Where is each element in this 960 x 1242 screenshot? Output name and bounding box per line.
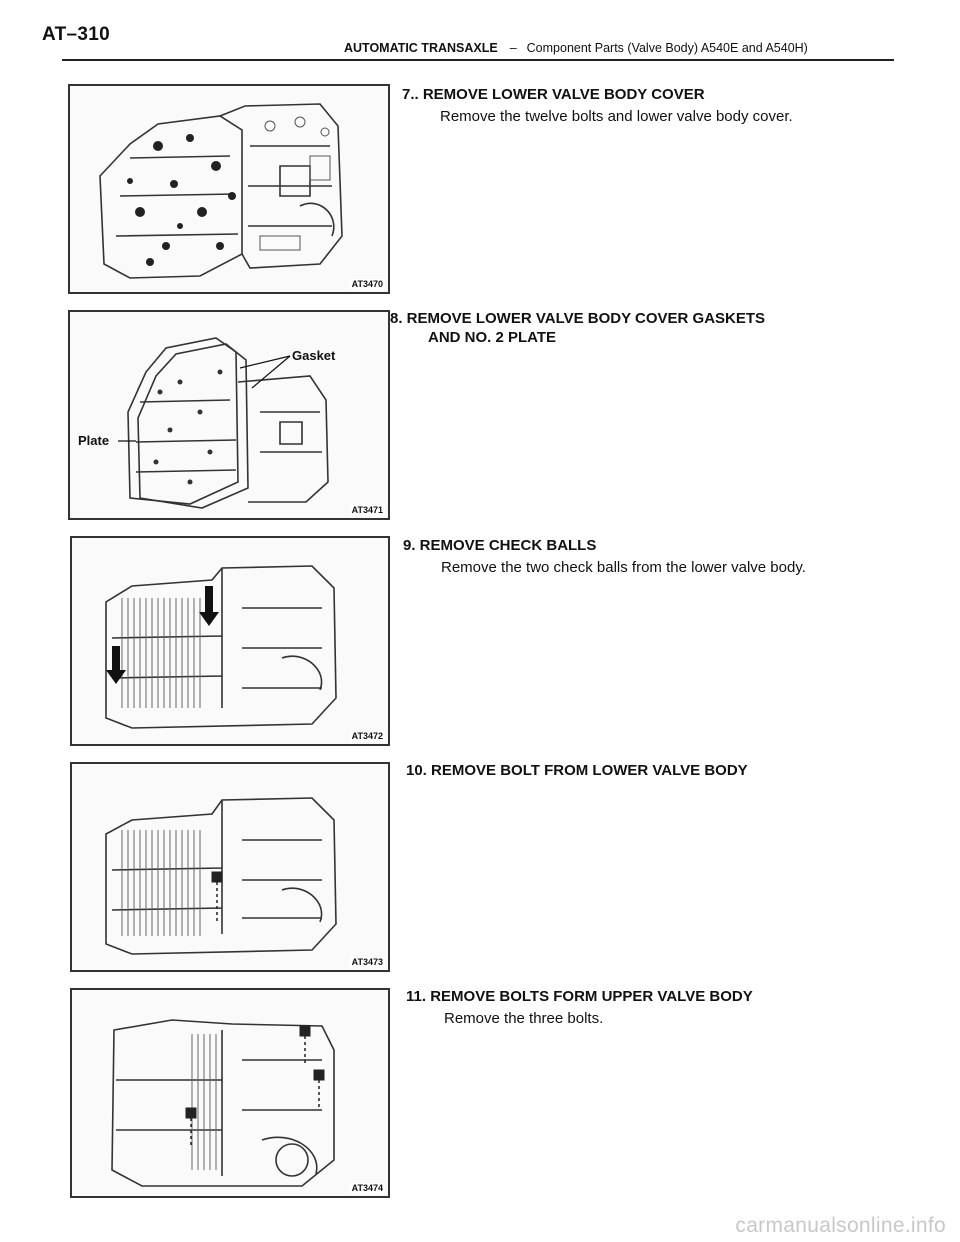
step-10: 10. REMOVE BOLT FROM LOWER VALVE BODY <box>406 761 748 780</box>
step-11: 11. REMOVE BOLTS FORM UPPER VALVE BODY R… <box>406 987 753 1028</box>
figure-valve-body-cover: AT3470 <box>68 84 390 294</box>
step-8: 8. REMOVE LOWER VALVE BODY COVER GASKETS… <box>390 309 765 347</box>
section-title: AUTOMATIC TRANSAXLE <box>344 41 498 55</box>
valve-body-illustration <box>111 1019 335 1187</box>
valve-body-illustration <box>99 103 343 279</box>
figure-code: AT3472 <box>349 731 385 742</box>
header-rule <box>62 59 894 61</box>
figure-check-balls: AT3472 <box>70 536 390 746</box>
step-heading: 7.. REMOVE LOWER VALVE BODY COVER <box>402 86 705 103</box>
step-heading: 9. REMOVE CHECK BALLS <box>403 537 597 554</box>
step-heading: 8. REMOVE LOWER VALVE BODY COVER GASKETS <box>390 310 766 327</box>
header-separator: – <box>509 41 517 55</box>
valve-body-illustration <box>118 337 329 509</box>
figure-code: AT3473 <box>349 957 385 968</box>
figure-gaskets-plate: Gasket Plate AT3471 <box>68 310 390 520</box>
step-heading: 11. REMOVE BOLTS FORM UPPER VALVE BODY <box>406 988 753 1005</box>
step-heading-continued: AND NO. 2 PLATE <box>428 329 557 346</box>
valve-body-illustration <box>105 797 337 955</box>
step-heading: 10. REMOVE BOLT FROM LOWER VALVE BODY <box>406 762 748 779</box>
subsection-title: Component Parts (Valve Body) A540E and A… <box>526 41 808 55</box>
figure-lower-body-bolt: AT3473 <box>70 762 390 972</box>
gasket-callout: Gasket <box>292 348 336 363</box>
step-7: 7.. REMOVE LOWER VALVE BODY COVER Remove… <box>402 85 793 126</box>
step-9: 9. REMOVE CHECK BALLS Remove the two che… <box>403 536 806 577</box>
plate-callout: Plate <box>78 433 110 448</box>
figure-upper-body-bolts: AT3474 <box>70 988 390 1198</box>
step-instruction: Remove the three bolts. <box>444 1010 604 1027</box>
page-number: AT–310 <box>42 24 110 45</box>
watermark: carmanualsonline.info <box>735 1214 946 1237</box>
figure-code: AT3470 <box>349 279 385 290</box>
step-instruction: Remove the twelve bolts and lower valve … <box>440 108 793 125</box>
figure-code: AT3471 <box>349 505 385 516</box>
valve-body-illustration <box>105 565 337 729</box>
running-header: AUTOMATIC TRANSAXLE–Component Parts (Val… <box>344 41 808 55</box>
step-instruction: Remove the two check balls from the lowe… <box>441 559 806 576</box>
figure-code: AT3474 <box>349 1183 385 1194</box>
